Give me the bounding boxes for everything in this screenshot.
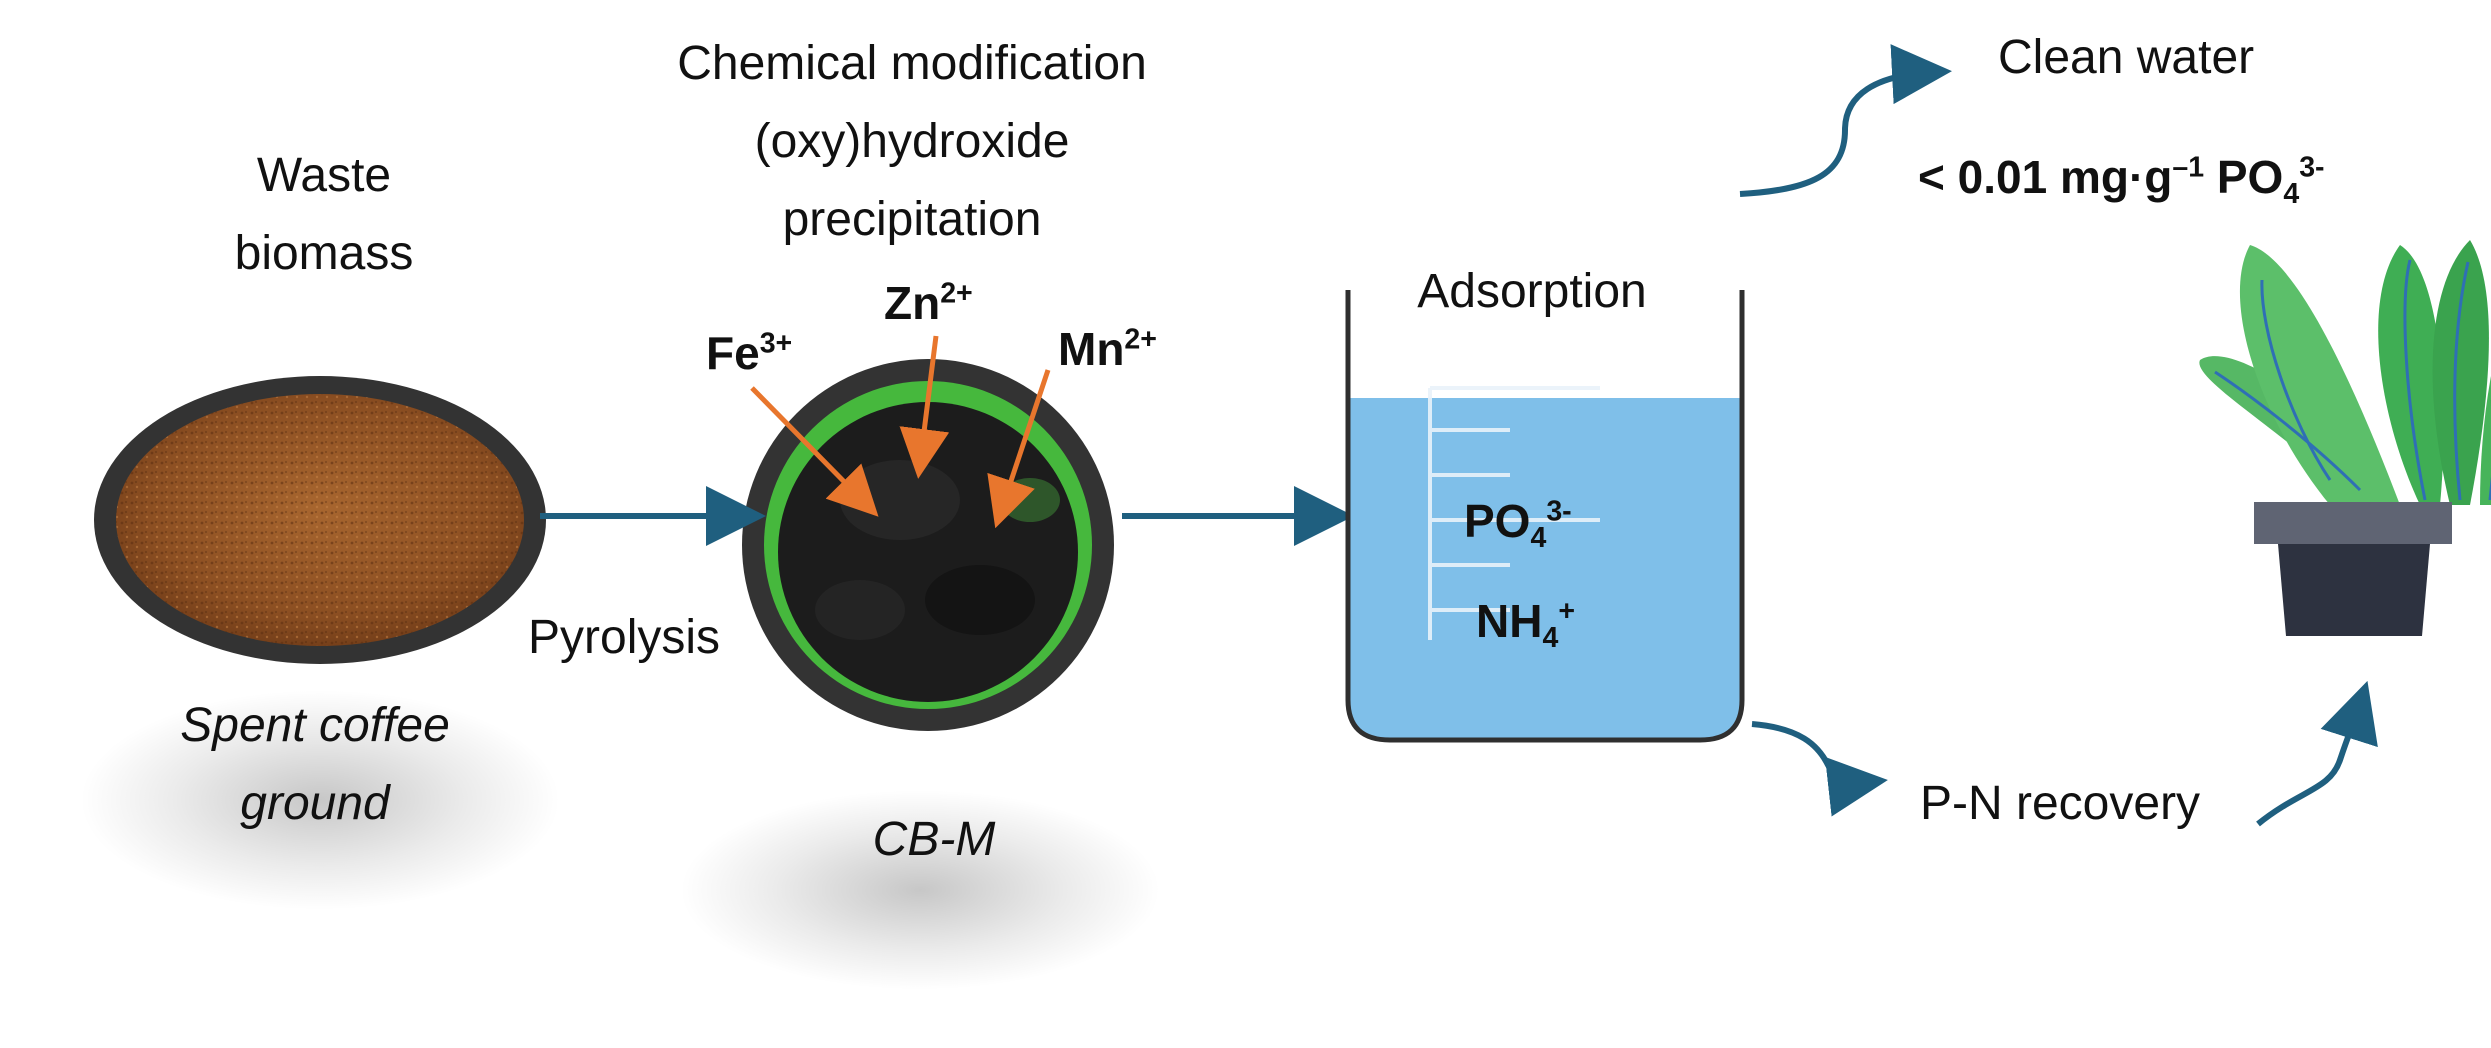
- arrow-pn-recovery: [1751, 721, 1888, 817]
- mn-ion-label: Mn2+: [1058, 323, 1157, 375]
- chem-mod-label-3: precipitation: [782, 193, 1042, 246]
- pyrolysis-label: Pyrolysis: [528, 611, 721, 664]
- arrow-zn: [899, 335, 950, 479]
- coffee-dish-icon: [94, 376, 546, 664]
- spent-coffee-label-2: ground: [240, 777, 390, 830]
- adsorption-label: Adsorption: [1417, 265, 1647, 318]
- arrow-to-plant: [2256, 680, 2378, 827]
- pn-recovery-label: P-N recovery: [1920, 777, 2201, 830]
- coffee-shadow: [80, 690, 560, 910]
- cbm-label: CB-M: [872, 813, 996, 866]
- fe-ion-label: Fe3+: [706, 327, 793, 379]
- cbm-shadow: [680, 790, 1160, 990]
- arrow-mn: [987, 369, 1051, 529]
- plant-pot-icon: [2199, 240, 2491, 636]
- phosphate-limit-label: < 0.01 mg·g–1 PO43-: [1918, 151, 2325, 211]
- arrow-clean-water: [1739, 44, 1952, 197]
- beaker-icon: [1345, 290, 1745, 743]
- chem-mod-label-1: Chemical modification: [677, 37, 1147, 90]
- spent-coffee-label-1: Spent coffee: [180, 699, 450, 752]
- waste-biomass-label-2: biomass: [234, 227, 414, 280]
- clean-water-label: Clean water: [1998, 31, 2255, 84]
- arrow-fe: [750, 386, 879, 517]
- zn-ion-label: Zn2+: [884, 277, 973, 329]
- po4-ion-label: PO43-: [1464, 495, 1572, 555]
- nh4-ion-label: NH4+: [1476, 595, 1575, 655]
- waste-biomass-label-1: Waste: [256, 149, 392, 202]
- chem-mod-label-2: (oxy)hydroxide: [754, 115, 1070, 168]
